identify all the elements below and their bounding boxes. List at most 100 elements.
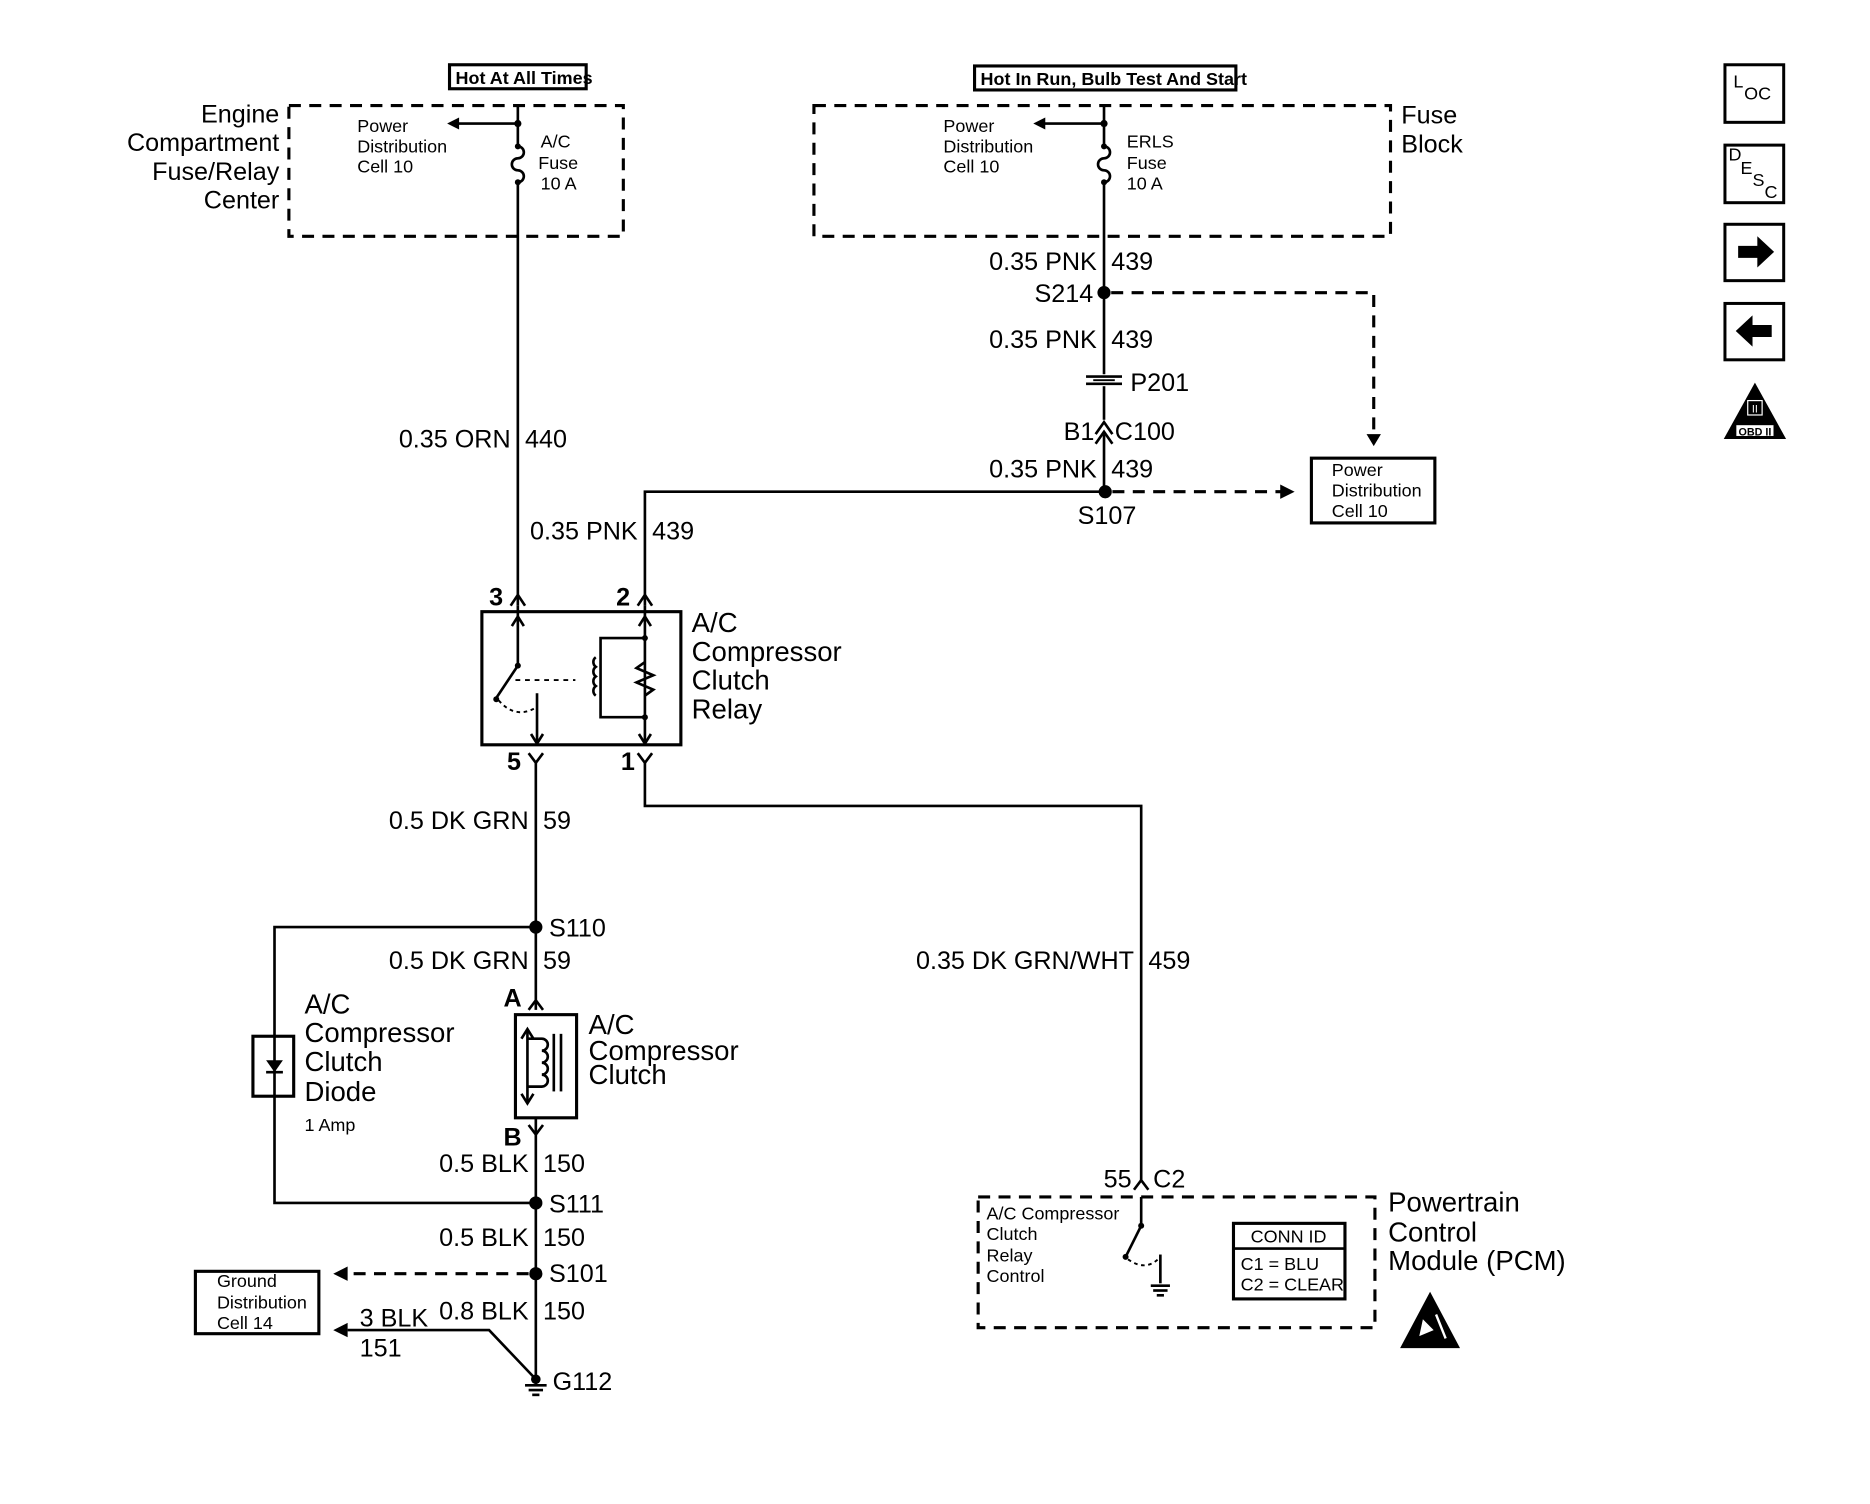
arrow-right-icon — [1738, 236, 1775, 268]
orn-440-circuit: 440 — [525, 425, 567, 453]
clutch-pin-a: A — [503, 984, 521, 1012]
svg-text:Module (PCM): Module (PCM) — [1388, 1245, 1566, 1276]
engine-power-distribution-ref: Power Distribution Cell 10 — [357, 116, 447, 177]
relay-pin-3: 3 — [489, 584, 503, 612]
svg-text:Distribution: Distribution — [943, 136, 1033, 156]
connector-p201 — [1086, 375, 1122, 386]
svg-text:A/C Compressor: A/C Compressor — [987, 1204, 1120, 1224]
engine-compartment-name: Engine Compartment Fuse/Relay Center — [127, 100, 280, 214]
ac-compressor-clutch-relay-box — [480, 610, 683, 747]
g112-label: G112 — [553, 1368, 613, 1396]
svg-text:Compressor: Compressor — [589, 1035, 739, 1066]
hot-in-run-box — [972, 64, 1238, 92]
svg-text:Diode: Diode — [304, 1076, 376, 1107]
svg-text:L: L — [1733, 72, 1743, 92]
pcm-pin-55: 55 — [1104, 1165, 1132, 1193]
svg-text:Fuse/Relay: Fuse/Relay — [152, 158, 280, 186]
s110-label: S110 — [549, 915, 606, 943]
s107-label: S107 — [1078, 502, 1137, 530]
dkgrnwht-459-wire — [643, 762, 1143, 1182]
c2-label: C2 — [1153, 1165, 1185, 1193]
description-nav-button[interactable]: D E S C — [1723, 143, 1786, 205]
conn-id-box — [1231, 1221, 1347, 1301]
dkgrnwht-459-circuit: 459 — [1148, 947, 1190, 975]
blk-150-c-gauge: 0.8 BLK — [439, 1297, 529, 1325]
svg-text:Powertrain: Powertrain — [1388, 1186, 1520, 1217]
svg-text:II: II — [1752, 404, 1758, 416]
splice-s101 — [529, 1267, 543, 1281]
diode-rating: 1 Amp — [304, 1115, 355, 1135]
svg-text:Cell 10: Cell 10 — [943, 157, 999, 177]
svg-text:Clutch: Clutch — [304, 1046, 382, 1077]
ground-g112-symbol — [525, 1379, 547, 1397]
blk-150-a-circuit: 150 — [543, 1150, 585, 1178]
blk-151-gauge: 3 BLK — [360, 1304, 429, 1332]
erls-fuse-symbol — [1096, 145, 1112, 184]
connector-c100 — [1094, 419, 1114, 435]
svg-text:Compressor: Compressor — [692, 636, 842, 667]
b1-pin-label: B1 — [1064, 418, 1095, 446]
location-nav-button[interactable]: L OC — [1723, 63, 1786, 124]
next-arrow-button[interactable] — [1723, 222, 1786, 283]
blk-150-b-gauge: 0.5 BLK — [439, 1224, 529, 1252]
svg-text:S: S — [1753, 170, 1765, 190]
s101-label: S101 — [549, 1260, 608, 1288]
svg-text:Clutch: Clutch — [692, 665, 770, 696]
fuse-block-name: Fuse Block — [1401, 102, 1463, 159]
s214-dashed-ref — [1111, 291, 1376, 439]
dkgrn-59-b-circuit: 59 — [543, 947, 571, 975]
relay-pin-5: 5 — [507, 748, 521, 776]
svg-text:A/C: A/C — [304, 988, 350, 1019]
svg-text:Fuse: Fuse — [1401, 102, 1457, 130]
pnk-439-relay-wire — [643, 490, 1106, 606]
svg-text:Distribution: Distribution — [357, 136, 447, 156]
splice-s107 — [1098, 485, 1112, 499]
svg-text:Fuse: Fuse — [1127, 153, 1167, 173]
svg-text:Center: Center — [204, 187, 279, 215]
svg-text:ERLS: ERLS — [1127, 132, 1174, 152]
s214-label: S214 — [1034, 280, 1093, 308]
svg-text:OBD II: OBD II — [1738, 426, 1771, 438]
pcm-name: Powertrain Control Module (PCM) — [1388, 1186, 1566, 1276]
splice-s214 — [1097, 286, 1111, 300]
fuse-block-box — [812, 103, 1393, 238]
relay-internal-schematic — [493, 605, 657, 747]
blk-150-b-circuit: 150 — [543, 1224, 585, 1252]
svg-text:Cell 10: Cell 10 — [357, 157, 413, 177]
svg-text:Compressor: Compressor — [304, 1017, 454, 1048]
blk-151-wire — [347, 1328, 537, 1381]
svg-text:Engine: Engine — [201, 100, 279, 128]
dkgrn-59-b-gauge: 0.5 DK GRN — [389, 947, 529, 975]
pcm-internal-switch — [1122, 1196, 1170, 1297]
svg-text:Relay: Relay — [692, 693, 763, 724]
power-distribution-cell10-box — [1309, 456, 1437, 525]
svg-text:E: E — [1741, 158, 1753, 178]
svg-text:Ground: Ground — [217, 1271, 277, 1291]
esd-warning-icon — [1400, 1291, 1461, 1349]
p201-label: P201 — [1130, 369, 1189, 397]
s111-label: S111 — [549, 1191, 604, 1219]
pnk-439-a-gauge: 0.35 PNK — [989, 248, 1097, 276]
svg-text:Power: Power — [357, 116, 408, 136]
fuse-block-power-distribution-ref: Power Distribution Cell 10 — [943, 116, 1033, 177]
svg-text:OC: OC — [1744, 84, 1771, 104]
pcm-box — [976, 1195, 1377, 1330]
svg-text:Relay: Relay — [987, 1246, 1033, 1266]
previous-arrow-button[interactable] — [1723, 301, 1786, 362]
obd-ii-button[interactable]: II OBD II — [1723, 382, 1787, 439]
relay-name: A/C Compressor Clutch Relay — [692, 607, 842, 724]
power-distribution-cell10-label: Power Distribution Cell 10 — [1332, 460, 1422, 521]
diode-lower-wire — [273, 1096, 536, 1205]
svg-text:D: D — [1729, 145, 1742, 165]
svg-text:Distribution: Distribution — [1332, 481, 1422, 501]
svg-text:C: C — [1765, 182, 1778, 202]
orn-440-gauge: 0.35 ORN — [399, 425, 511, 453]
svg-text:10 A: 10 A — [541, 173, 577, 193]
hot-at-all-times-label: Hot At All Times — [456, 68, 593, 88]
clutch-coil-symbol — [520, 1026, 563, 1106]
dkgrn-59-a-gauge: 0.5 DK GRN — [389, 807, 529, 835]
pnk-439-b-gauge: 0.35 PNK — [989, 326, 1097, 354]
hot-in-run-label: Hot In Run, Bulb Test And Start — [981, 69, 1247, 89]
svg-text:Power: Power — [1332, 460, 1383, 480]
svg-text:Power: Power — [943, 116, 994, 136]
